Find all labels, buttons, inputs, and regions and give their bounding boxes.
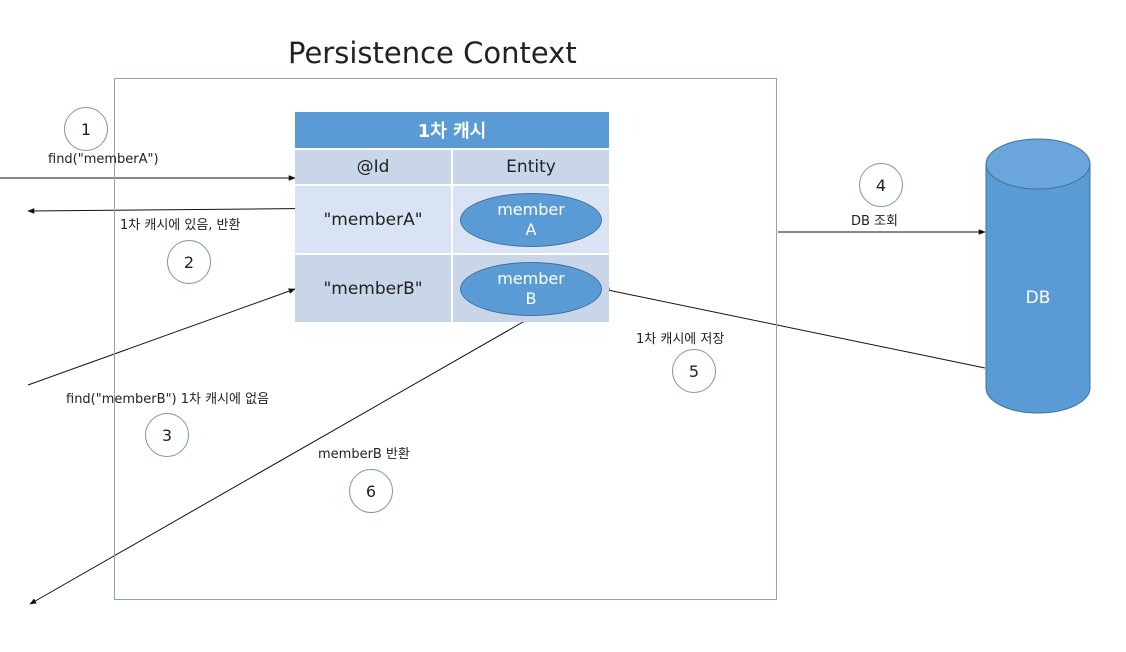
step-3-label: find("memberB") 1차 캐시에 없음 <box>66 392 270 407</box>
persistence-context-box <box>114 78 777 600</box>
step-2-circle: 2 <box>167 240 211 284</box>
database-shape <box>985 138 1091 414</box>
cache-entity-cell: member A <box>453 186 609 253</box>
step-3-circle: 3 <box>145 413 189 457</box>
entity-memberA: member A <box>460 192 602 247</box>
step-2-label: 1차 캐시에 있음, 반환 <box>120 218 241 233</box>
cache-row-memberB: "memberB" member B <box>295 255 609 322</box>
step-4-label: DB 조회 <box>851 214 898 229</box>
step-1-circle: 1 <box>64 107 108 151</box>
first-level-cache-table: 1차 캐시 @Id Entity "memberA" member A "mem… <box>295 112 609 322</box>
cache-entity-cell: member B <box>453 255 609 322</box>
step-6-circle: 6 <box>349 469 393 513</box>
cache-column-headers: @Id Entity <box>295 150 609 186</box>
step-1-label: find("memberA") <box>48 152 159 167</box>
column-header-id: @Id <box>295 150 453 184</box>
arrow-store-in-cache <box>602 287 986 369</box>
diagram-title: Persistence Context <box>288 36 577 70</box>
column-header-entity: Entity <box>453 150 609 184</box>
arrow-return-memberB <box>29 317 531 605</box>
cache-id-cell: "memberA" <box>295 186 453 253</box>
step-5-circle: 5 <box>672 349 716 393</box>
entity-label-line2: A <box>525 219 537 239</box>
cache-id-cell: "memberB" <box>295 255 453 322</box>
entity-memberB: member B <box>460 261 602 316</box>
step-6-label: memberB 반환 <box>318 447 410 462</box>
database-label: DB <box>1025 288 1051 308</box>
database-cylinder: DB <box>985 138 1091 414</box>
entity-label-line2: B <box>525 288 537 308</box>
step-5-label: 1차 캐시에 저장 <box>636 332 725 347</box>
step-4-circle: 4 <box>859 163 903 207</box>
cache-row-memberA: "memberA" member A <box>295 186 609 255</box>
entity-label-line1: member <box>497 268 565 288</box>
arrow-find-memberB <box>27 288 296 386</box>
entity-label-line1: member <box>497 199 565 219</box>
cache-table-header: 1차 캐시 <box>295 112 609 150</box>
